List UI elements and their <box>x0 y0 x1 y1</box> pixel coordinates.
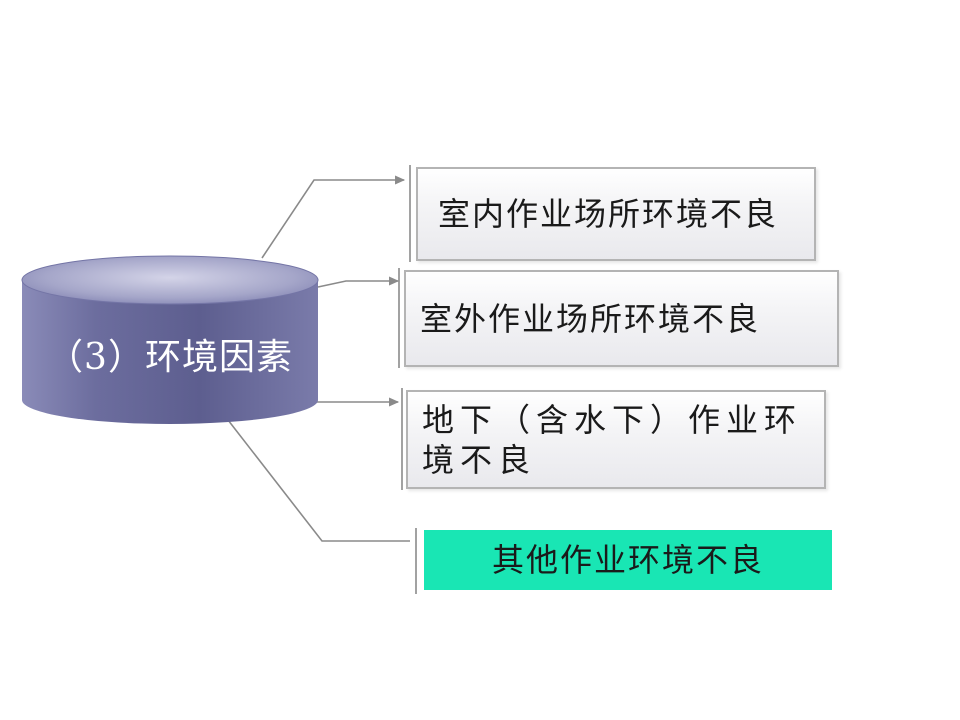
connector-line-4 <box>227 419 410 542</box>
connector-line-1 <box>261 175 406 259</box>
branch-box-outdoor: 室外作业场所环境不良 <box>404 270 839 367</box>
branch-box-indoor: 室内作业场所环境不良 <box>416 167 816 261</box>
branch-box-other: 其他作业环境不良 <box>424 530 832 590</box>
branch-label-outdoor: 室外作业场所环境不良 <box>420 299 761 338</box>
branch-label-other: 其他作业环境不良 <box>491 541 764 579</box>
central-node-label: （3）环境因素 <box>47 337 293 378</box>
branch-label-indoor: 室内作业场所环境不良 <box>438 195 779 233</box>
connector-line-2 <box>317 276 400 288</box>
branch-box-underground: 地下（含水下）作业环境不良 <box>406 390 826 489</box>
branch-label-underground: 地下（含水下）作业环境不良 <box>422 400 803 479</box>
